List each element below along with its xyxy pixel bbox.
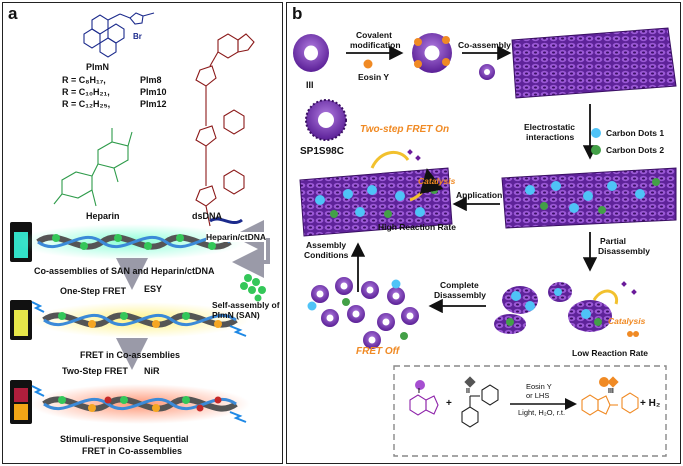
nir-label: NiR xyxy=(144,366,160,376)
san-cluster xyxy=(240,274,266,302)
application-label: Application xyxy=(456,190,503,200)
one-step-label: One-Step FRET xyxy=(60,286,127,296)
pimn-name-0: PIm8 xyxy=(140,75,162,85)
partial-disassembly-1: Partial xyxy=(600,236,626,246)
pimn-r-list: R = C₈H₁₇, R = C₁₀H₂₁, R = C₁₂H₂₅, xyxy=(62,75,110,109)
pimn-structure xyxy=(83,12,155,58)
catalysis-bottom-label: Catalysis xyxy=(608,316,646,326)
two-step-label: Two-Step FRET xyxy=(62,366,128,376)
complete-disassembly-2: Disassembly xyxy=(434,290,486,300)
sp1s98c-label: SP1S98C xyxy=(300,146,344,157)
pimn-name-2: PIm12 xyxy=(140,99,167,109)
dsdna-label: dsDNA xyxy=(192,211,223,221)
pimn-r-0: R = C₈H₁₇, xyxy=(62,75,106,85)
pimn-r-1: R = C₁₀H₂₁, xyxy=(62,87,110,97)
fret-coassemblies-label: FRET in Co-assemblies xyxy=(80,350,181,360)
reaction-conditions-top-2: or LHS xyxy=(526,391,550,400)
benzothiazole xyxy=(409,394,439,416)
sp1s98c-ring xyxy=(305,99,347,141)
reaction-box xyxy=(393,365,667,457)
reaction-conditions-top-1: Eosin Y xyxy=(526,382,552,391)
carbon-dots-2-label: Carbon Dots 2 xyxy=(606,145,665,155)
self-assembly-label: Self-assembly of PImN (SAN) xyxy=(212,300,280,320)
reaction-plus: + xyxy=(446,398,452,409)
roman-iii-top: III xyxy=(306,80,314,90)
heparin-structure xyxy=(53,128,133,207)
panel-a-label: a xyxy=(8,4,18,23)
reaction-conditions-bottom: Light, H₂O, r.t. xyxy=(518,408,566,417)
cuvette-yellow xyxy=(10,300,32,340)
assembly-conditions-2: Conditions xyxy=(304,250,349,260)
catalysis-top-label: Catalysis xyxy=(418,176,456,186)
fret-off-label: FRET Off xyxy=(356,346,400,357)
stimuli-line2: FRET in Co-assemblies xyxy=(82,446,183,456)
pimn-name: PImN xyxy=(86,62,110,72)
ring-sheet-top xyxy=(511,27,677,99)
electrostatic-line2: interactions xyxy=(526,132,575,142)
partial-cluster xyxy=(494,281,639,337)
eosin-label: Eosin Y xyxy=(358,72,390,82)
ring-small xyxy=(479,64,495,80)
cuvette-red xyxy=(10,380,32,424)
panel-b-label: b xyxy=(292,4,303,23)
co-assembly-label: Co-assembly xyxy=(458,40,511,50)
heparin-label: Heparin xyxy=(86,211,120,221)
heparin-ctdna-label: Heparin/ctDNA xyxy=(206,232,266,242)
ring-iii-top xyxy=(293,34,329,72)
ring-eosin xyxy=(412,33,452,73)
assembly-conditions-1: Assembly xyxy=(306,240,347,250)
pimn-name-1: PIm10 xyxy=(140,87,167,97)
carbon-dots-1-label: Carbon Dots 1 xyxy=(606,128,665,138)
covalent-line2: modification xyxy=(350,40,401,50)
two-step-fret-on-label: Two-step FRET On xyxy=(360,124,450,135)
reaction-plus-h2: + H₂ xyxy=(640,398,661,409)
diphenylphosphine xyxy=(461,384,499,428)
esy-label: ESY xyxy=(144,284,163,294)
stimuli-line1: Stimuli-responsive Sequential xyxy=(60,434,189,444)
reaction-label-iii: III xyxy=(608,388,614,395)
complete-disassembly-1: Complete xyxy=(440,280,479,290)
covalent-line1: Covalent xyxy=(356,30,392,40)
ring-sheet-left xyxy=(299,167,453,237)
coassemblies-caption: Co-assemblies of SAN and Heparin/ctDNA xyxy=(34,266,215,276)
pimn-bromide: Br xyxy=(133,32,142,41)
high-rate-label: High Reaction Rate xyxy=(378,222,456,232)
dsdna-structure xyxy=(195,33,255,227)
product xyxy=(581,392,639,416)
electrostatic-line1: Electrostatic xyxy=(524,122,576,132)
partial-disassembly-2: Disassembly xyxy=(598,246,650,256)
complete-cluster xyxy=(307,277,419,349)
low-rate-label: Low Reaction Rate xyxy=(572,348,649,358)
reaction-label-i: I xyxy=(418,388,420,395)
pimn-r-2: R = C₁₂H₂₅, xyxy=(62,99,111,109)
reaction-label-ii: II xyxy=(466,388,470,395)
